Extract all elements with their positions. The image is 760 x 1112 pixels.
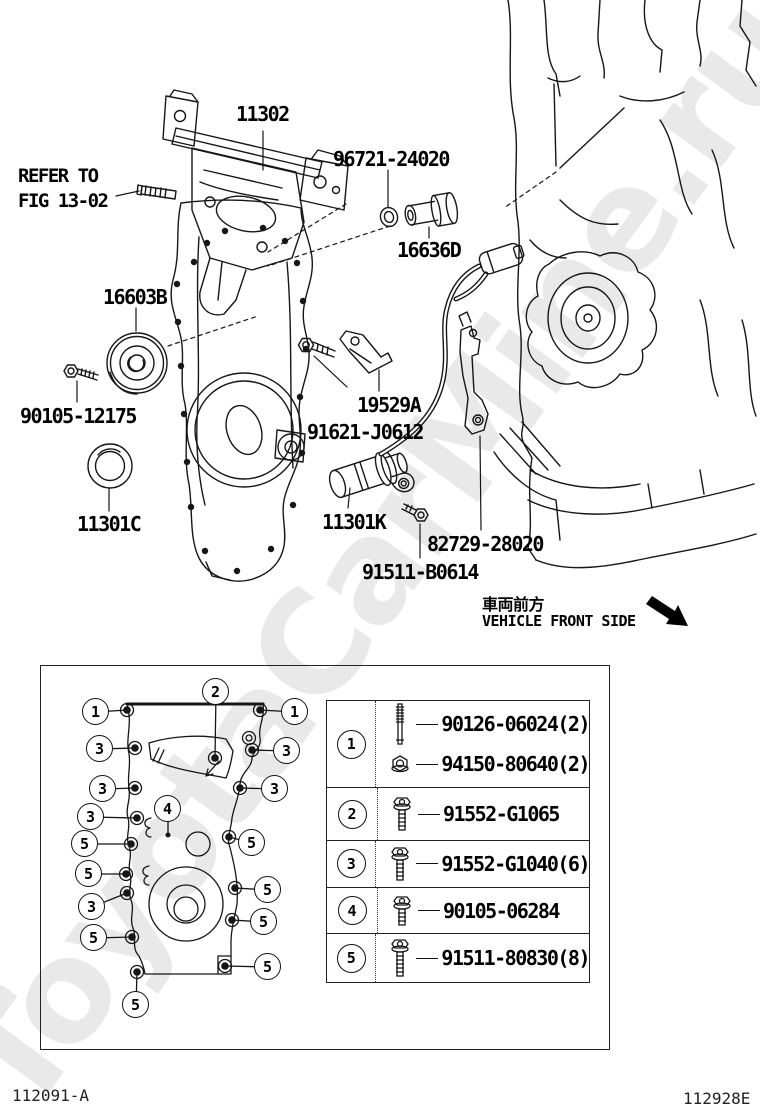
icon-leader-line — [418, 813, 440, 815]
bolt-91621-drawing — [297, 337, 336, 358]
sensor-11301k-drawing — [328, 450, 415, 499]
stud-bolt-icon — [388, 702, 412, 746]
callout-5: 5 — [80, 924, 107, 951]
sleeve-16636d-drawing — [404, 192, 459, 227]
fastener-part-number: 91552-G1065 — [443, 802, 560, 827]
refer-note-line2: FIG 13-02 — [18, 190, 109, 212]
callout-5: 5 — [75, 860, 102, 887]
part-label-11301k: 11301K — [322, 510, 387, 534]
row-number-badge: 4 — [337, 896, 367, 925]
part-label-82729-28020: 82729-28020 — [427, 532, 544, 556]
label-leader-lines — [76, 130, 482, 559]
bolt-91511-drawing — [401, 503, 429, 522]
table-item: 94150-80640(2) — [388, 744, 590, 784]
callout-3: 3 — [77, 803, 104, 830]
callout-3: 3 — [78, 893, 105, 920]
callout-1: 1 — [82, 698, 109, 725]
assembly-dashed-lines — [167, 171, 557, 347]
table-row: 1 90126-06024(2) — [327, 701, 590, 789]
fastener-part-number: 91552-G1040(6) — [441, 851, 590, 876]
icon-leader-line — [416, 763, 439, 765]
engine-block-drawing — [493, 0, 757, 569]
icon-leader-line — [416, 863, 439, 865]
part-label-19529a: 19529A — [357, 393, 422, 417]
table-item: 91552-G1040(6) — [388, 844, 590, 884]
hex-bolt-icon — [390, 796, 414, 832]
vehicle-front-note-en: VEHICLE FRONT SIDE — [482, 612, 636, 630]
callout-5: 5 — [254, 876, 281, 903]
hex-bolt-icon — [388, 938, 412, 978]
fastener-inset-panel: 2 1 1 3 3 3 3 3 4 5 5 5 3 5 5 5 5 5 1 — [40, 665, 610, 1050]
row-number-badge: 2 — [337, 799, 367, 829]
hex-bolt-icon — [390, 895, 414, 927]
table-item: 90126-06024(2) — [388, 702, 590, 746]
bolt-90105-12175-drawing — [63, 364, 99, 381]
fastener-part-number: 90126-06024(2) — [441, 712, 590, 737]
part-label-96721-24020: 96721-24020 — [333, 147, 450, 171]
icon-leader-line — [416, 723, 439, 725]
inset-cover-outline — [125, 702, 265, 975]
callout-3: 3 — [86, 735, 113, 762]
fastener-part-number: 94150-80640(2) — [441, 752, 590, 777]
bracket-11302-drawing — [162, 89, 349, 316]
table-row: 3 91552-G1040(6) — [327, 841, 590, 888]
cover-bolt-holes — [173, 224, 310, 575]
part-label-11302: 11302 — [236, 102, 290, 126]
callout-1: 1 — [281, 698, 308, 725]
table-item: 91511-80830(8) — [388, 938, 590, 978]
timing-cover-drawing — [170, 199, 314, 582]
icon-leader-line — [416, 957, 439, 959]
bracket-19529a-drawing — [339, 330, 393, 374]
table-row: 4 90105-06284 — [327, 887, 589, 935]
sensor-wire-drawing — [378, 242, 525, 457]
part-label-16636d: 16636D — [397, 238, 462, 262]
refer-stud-drawing — [136, 184, 177, 200]
inset-bolt-dots — [118, 702, 268, 980]
figure-code-left: 112091-A — [12, 1086, 90, 1105]
table-row: 2 91552-G1065 — [327, 788, 589, 841]
vehicle-front-note-jp: 車両前方 — [482, 595, 545, 614]
fastener-part-number: 90105-06284 — [443, 898, 560, 923]
clamp-82729-drawing — [458, 311, 489, 435]
callout-5: 5 — [71, 830, 98, 857]
row-number-badge: 1 — [336, 729, 366, 759]
pulley-16603b-drawing — [106, 332, 168, 395]
hex-bolt-icon — [388, 846, 412, 882]
part-label-90105-12175: 90105-12175 — [20, 404, 137, 428]
row-number-badge: 5 — [336, 943, 366, 973]
callout-3: 3 — [89, 775, 116, 802]
part-label-91621-j0612: 91621-J0612 — [307, 420, 424, 444]
callout-3: 3 — [261, 775, 288, 802]
part-label-11301c: 11301C — [77, 512, 142, 536]
vehicle-front-arrow — [646, 596, 688, 626]
icon-leader-line — [418, 910, 440, 911]
row-number-badge: 3 — [336, 849, 366, 879]
fastener-table: 1 90126-06024(2) — [326, 700, 590, 983]
seal-11301c-drawing — [87, 443, 133, 489]
part-label-16603b: 16603B — [103, 285, 168, 309]
callout-5: 5 — [250, 908, 277, 935]
main-diagram-art — [63, 0, 757, 626]
callout-5: 5 — [238, 829, 265, 856]
part-label-91511-b0614: 91511-B0614 — [362, 560, 479, 584]
refer-note-line1: REFER TO — [18, 165, 99, 187]
table-item: 90105-06284 — [390, 891, 589, 931]
fastener-part-number: 91511-80830(8) — [441, 946, 590, 971]
table-row: 5 91511-80830(8) — [327, 934, 590, 982]
callout-3: 3 — [273, 737, 300, 764]
figure-code-right: 112928E — [683, 1089, 751, 1108]
callout-2: 2 — [202, 678, 229, 705]
callout-4: 4 — [154, 795, 181, 822]
callout-5: 5 — [122, 991, 149, 1018]
grommet-96721-drawing — [379, 206, 399, 228]
callout-5: 5 — [254, 953, 281, 980]
flange-nut-icon — [388, 755, 412, 773]
table-item: 91552-G1065 — [390, 794, 589, 834]
